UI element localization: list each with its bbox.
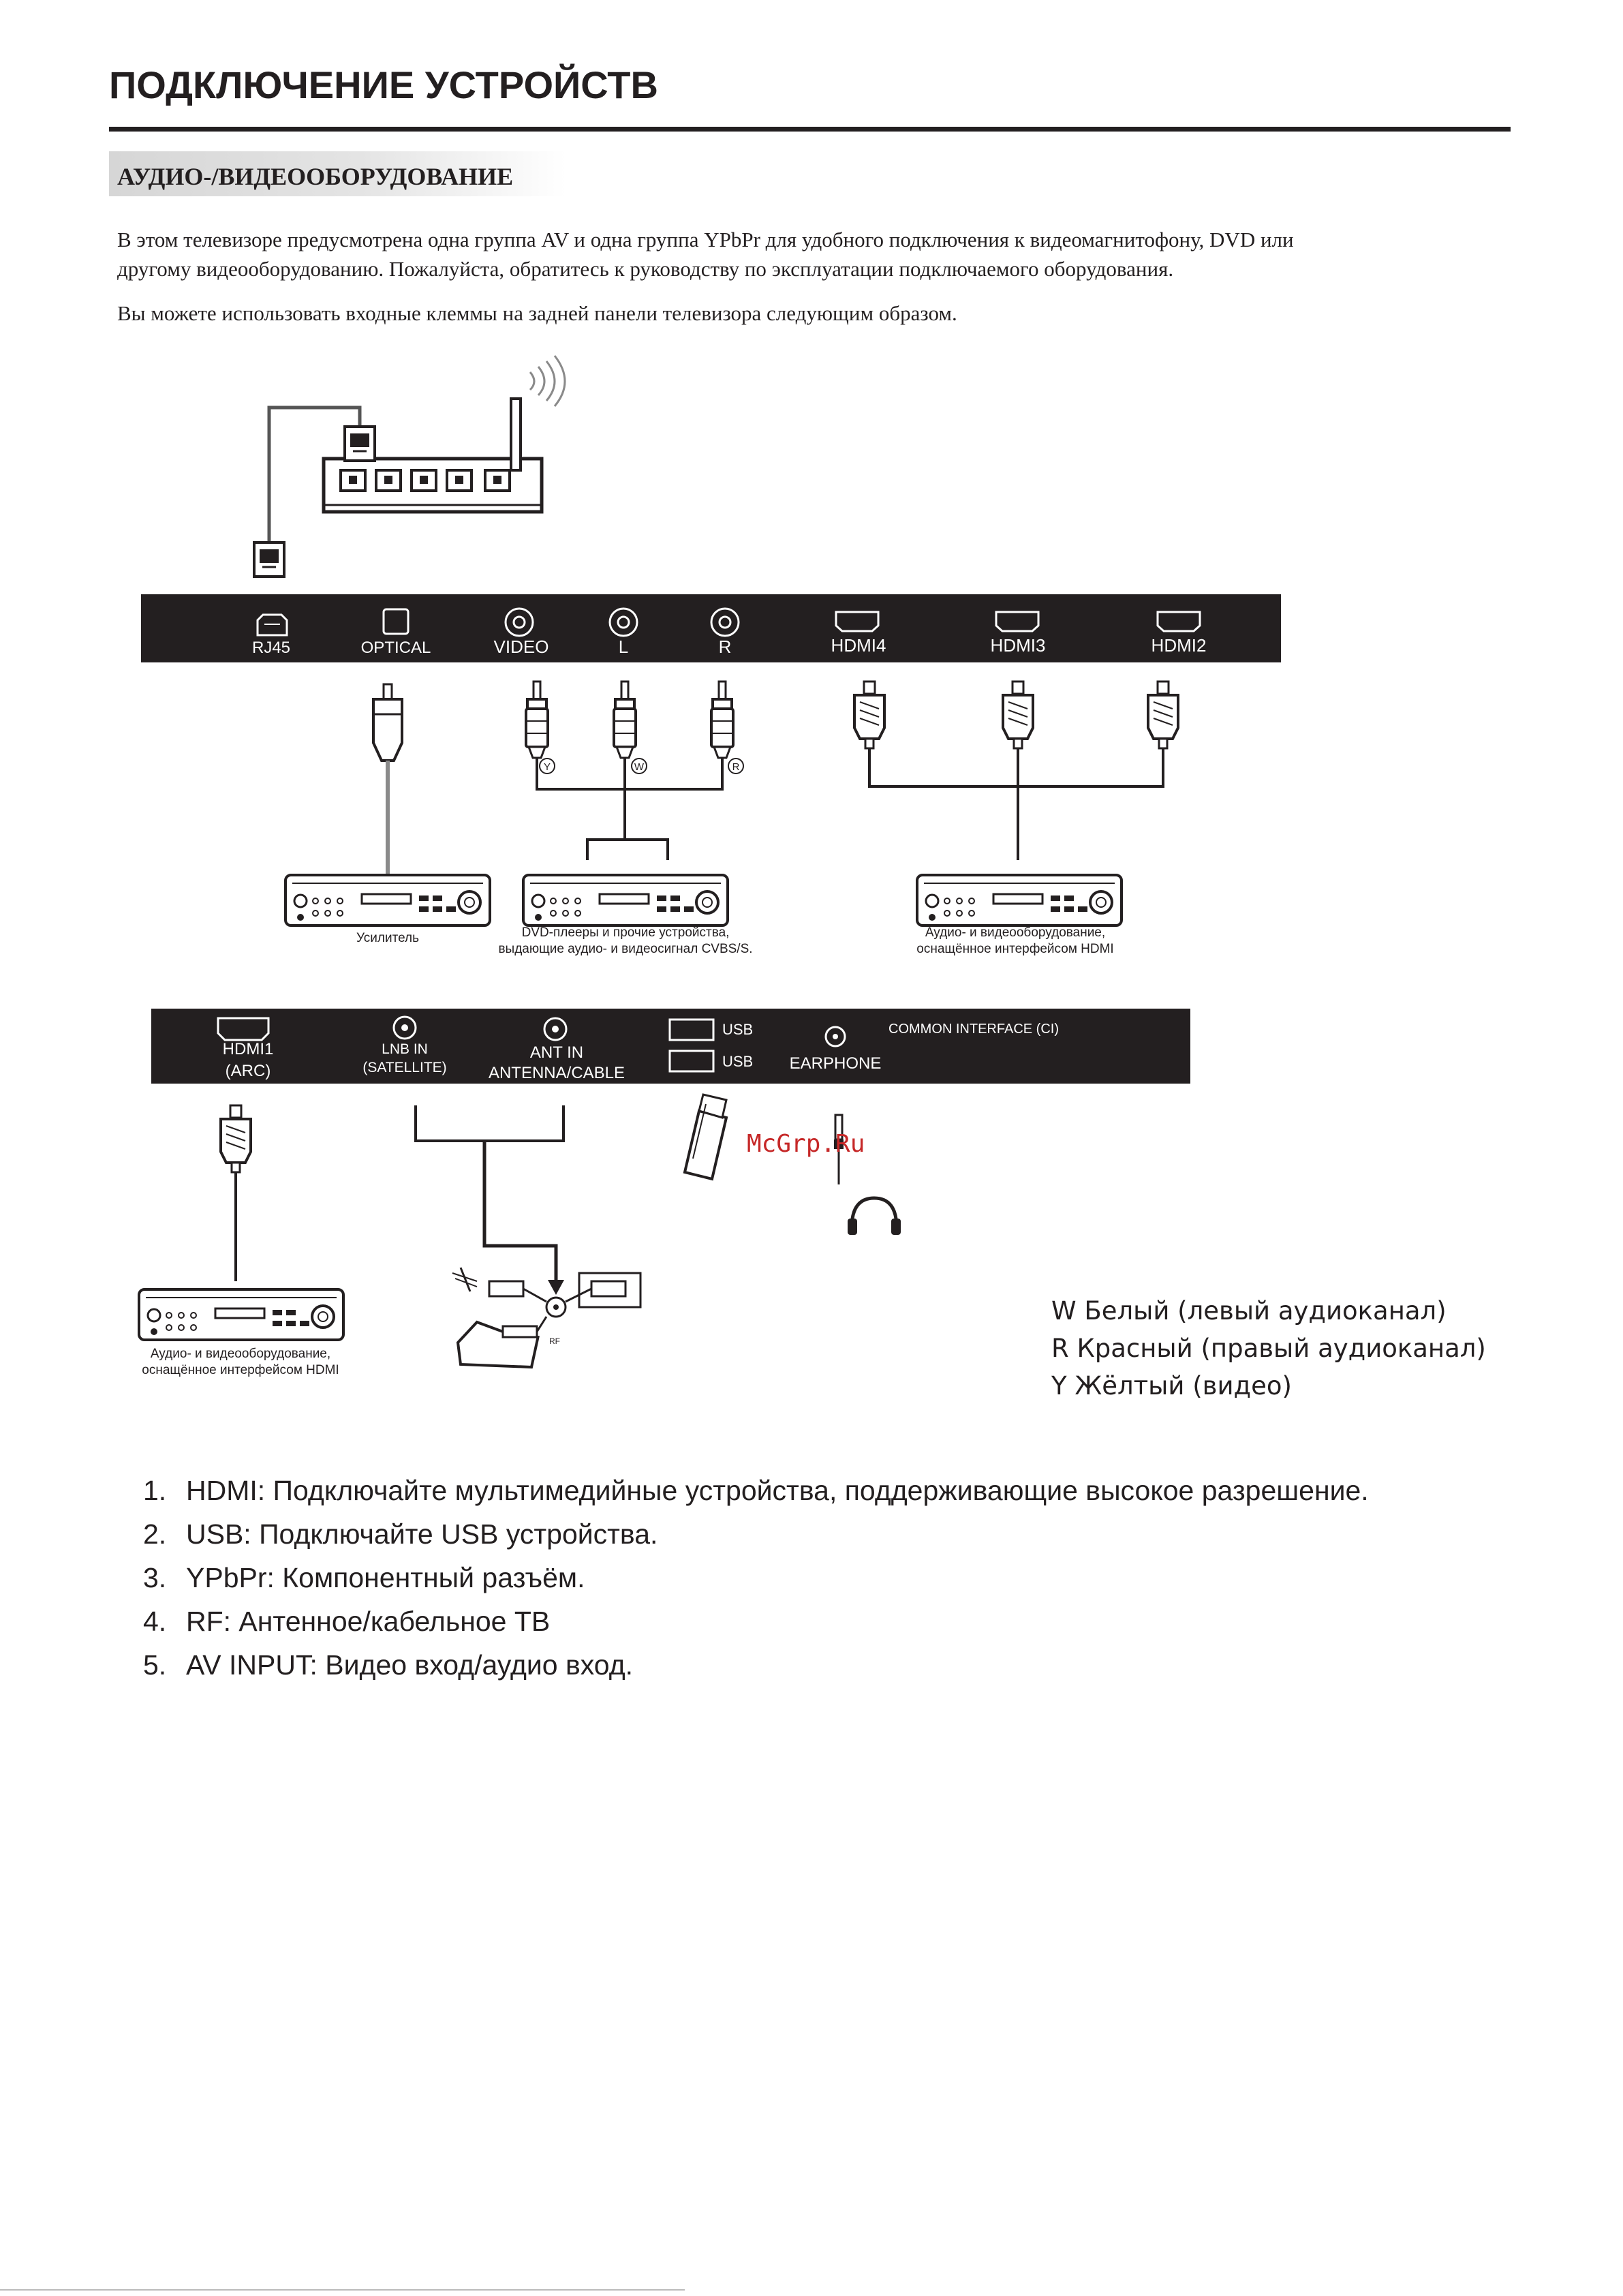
- section-heading: АУДИО-/ВИДЕООБОРУДОВАНИЕ: [117, 163, 514, 190]
- earphone-port-icon: [824, 1026, 846, 1047]
- hdmi-device-icon: [916, 874, 1123, 927]
- rf-label: RF: [549, 1336, 560, 1346]
- hdmi-plug-3: [1002, 680, 1034, 750]
- optical-cable: [372, 683, 403, 874]
- section-heading-band: [109, 151, 566, 196]
- footer-line: [0, 2289, 685, 2291]
- legend-yellow: Y Жёлтый (видео): [1051, 1371, 1292, 1400]
- legend-white: W Белый (левый аудиоканал): [1051, 1296, 1447, 1326]
- dvd-device-icon: [522, 874, 729, 927]
- audio-l-port-icon: [608, 607, 638, 637]
- usb-port-1-icon: [668, 1018, 715, 1041]
- port-label-usb-1: USB: [722, 1021, 753, 1038]
- dvd-caption-line-2: выдающие аудио- и видеосигнал CVBS/S.: [498, 942, 752, 956]
- antenna-wiring: RF: [414, 1105, 642, 1369]
- usb-stick-icon: [683, 1093, 728, 1181]
- page-title: ПОДКЛЮЧЕНИЕ УСТРОЙСТВ: [109, 63, 658, 106]
- port-label-l: L: [619, 637, 628, 657]
- list-text: USB: Подключайте USB устройства.: [186, 1518, 658, 1550]
- rca-plug-audio-r: [710, 680, 735, 759]
- tv-back-panel-1: [141, 594, 1281, 662]
- hdmi-plug-2: [1147, 680, 1179, 750]
- port-label-usb-2: USB: [722, 1053, 753, 1070]
- rca-plug-audio-l: [613, 680, 637, 759]
- amplifier-caption: Усилитель: [356, 931, 419, 945]
- hdmi-plug-1: [219, 1104, 252, 1174]
- hdmi-device-2-icon: [138, 1288, 345, 1341]
- headphones-icon: [834, 1114, 901, 1235]
- port-label-satellite: (SATELLITE): [362, 1060, 446, 1075]
- list-item: 5. AV INPUT: Видео вход/аудио вход.: [143, 1647, 1370, 1683]
- list-number: 1.: [143, 1475, 167, 1506]
- rca-cables: [536, 758, 724, 860]
- hdmi-device-2-caption-line-2: оснащённое интерфейсом HDMI: [142, 1363, 339, 1377]
- lnb-port-icon: [392, 1015, 417, 1040]
- list-text: YPbPr: Компонентный разъём.: [186, 1562, 585, 1593]
- amplifier-device-icon: [284, 874, 491, 927]
- hdmi-cables: [868, 748, 1164, 860]
- intro-line-2: другому видеооборудованию. Пожалуйста, о…: [117, 257, 1174, 281]
- list-item: 4. RF: Антенное/кабельное ТВ: [143, 1603, 1370, 1640]
- plug-letter-y-icon: Y: [539, 758, 555, 774]
- plug-letter-r: R: [732, 761, 740, 773]
- rca-plug-video: [525, 680, 549, 759]
- usb-port-2-icon: [668, 1050, 715, 1073]
- hdmi1-port-icon: [217, 1017, 270, 1041]
- plug-letter-r-icon: R: [728, 758, 744, 774]
- list-number: 4.: [143, 1606, 167, 1637]
- antenna-port-icon: [543, 1017, 568, 1041]
- plug-letter-y: Y: [544, 761, 551, 773]
- port-label-ant-in: ANT IN: [530, 1043, 583, 1062]
- port-label-lnb: LNB IN: [382, 1041, 428, 1057]
- port-label-hdmi1: HDMI1: [223, 1040, 274, 1058]
- port-label-ci: COMMON INTERFACE (CI): [888, 1022, 1059, 1037]
- watermark: McGrp.Ru: [747, 1130, 865, 1158]
- list-number: 2.: [143, 1518, 167, 1550]
- audio-r-port-icon: [710, 607, 740, 637]
- port-label-video: VIDEO: [494, 637, 549, 657]
- plug-letter-w: W: [634, 761, 645, 773]
- port-label-hdmi3: HDMI3: [991, 635, 1046, 656]
- hdmi-device-caption-line-2: оснащённое интерфейсом HDMI: [916, 942, 1113, 956]
- list-number: 3.: [143, 1562, 167, 1593]
- hdmi2-port-icon: [1156, 611, 1201, 632]
- intro-line-1: В этом телевизоре предусмотрена одна гру…: [117, 228, 1294, 251]
- port-label-optical: OPTICAL: [361, 639, 431, 657]
- port-label-hdmi1-arc: (ARC): [226, 1062, 271, 1080]
- list-item: 2. USB: Подключайте USB устройства.: [143, 1516, 1370, 1552]
- port-label-rj45: RJ45: [252, 639, 290, 657]
- optical-port-icon: [382, 608, 409, 635]
- ethernet-cable: [253, 405, 376, 578]
- title-rule: [109, 127, 1511, 132]
- intro-paragraph: В этом телевизоре предусмотрена одна гру…: [117, 225, 1507, 284]
- port-label-hdmi4: HDMI4: [831, 635, 886, 656]
- port-label-antenna-cable: ANTENNA/CABLE: [489, 1064, 625, 1082]
- plug-letter-w-icon: W: [631, 758, 647, 774]
- hdmi-device-2-caption-line-1: Аудио- и видеооборудование,: [151, 1347, 330, 1361]
- legend-red: R Красный (правый аудиоканал): [1051, 1334, 1486, 1363]
- port-label-hdmi2: HDMI2: [1151, 635, 1207, 656]
- list-item: 3. YPbPr: Компонентный разъём.: [143, 1559, 1370, 1596]
- list-text: AV INPUT: Видео вход/аудио вход.: [186, 1649, 634, 1681]
- port-label-earphone: EARPHONE: [790, 1054, 882, 1073]
- router-icon: [322, 355, 566, 514]
- hdmi3-port-icon: [995, 611, 1040, 632]
- hdmi-plug-4: [853, 680, 886, 750]
- dvd-caption-line-1: DVD-плееры и прочие устройства,: [522, 925, 730, 940]
- video-port-icon: [504, 607, 534, 637]
- list-text: HDMI: Подключайте мультимедийные устройс…: [186, 1475, 1369, 1506]
- hdmi4-port-icon: [835, 611, 880, 632]
- rj45-port-icon: [256, 613, 288, 637]
- port-label-r: R: [719, 637, 732, 657]
- list-item: 1. HDMI: Подключайте мультимедийные устр…: [143, 1472, 1370, 1509]
- connection-list: 1. HDMI: Подключайте мультимедийные устр…: [143, 1472, 1370, 1690]
- list-number: 5.: [143, 1649, 167, 1681]
- list-text: RF: Антенное/кабельное ТВ: [186, 1606, 551, 1637]
- hdmi-device-caption-line-1: Аудио- и видеооборудование,: [925, 925, 1105, 940]
- intro-usage-line: Вы можете использовать входные клеммы на…: [117, 301, 957, 325]
